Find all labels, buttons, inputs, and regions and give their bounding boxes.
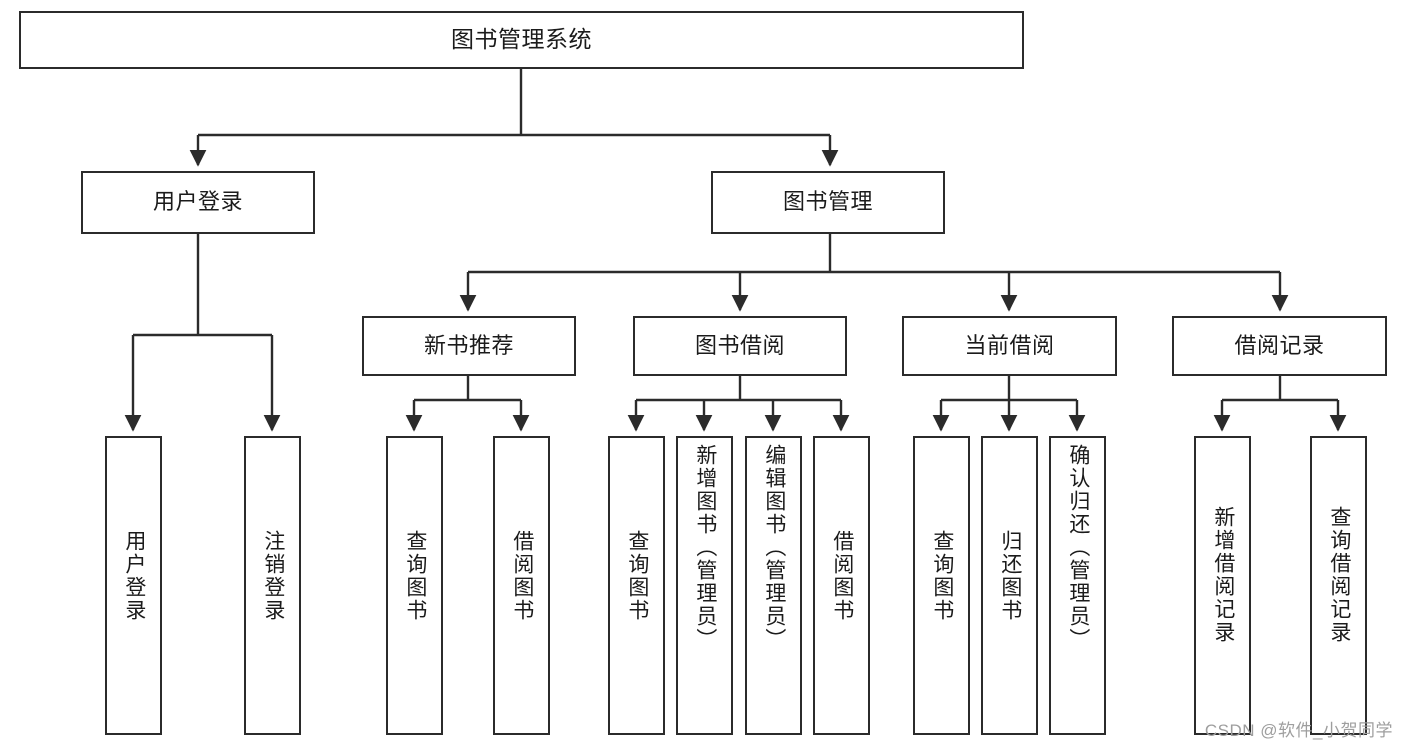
node-label: 图书管理 (782, 189, 873, 215)
node-leaf-user-login[interactable]: 用户登录 (105, 436, 162, 735)
node-new-book-recommend[interactable]: 新书推荐 (362, 316, 576, 376)
node-label: 用户登录 (152, 189, 243, 215)
node-book-borrow[interactable]: 图书借阅 (633, 316, 847, 376)
node-current-borrow[interactable]: 当前借阅 (902, 316, 1117, 376)
node-label: 确认归还（管理员） (1066, 444, 1090, 651)
node-leaf-user-logout[interactable]: 注销登录 (244, 436, 301, 735)
node-book-management[interactable]: 图书管理 (711, 171, 945, 234)
node-label: 编辑图书（管理员） (762, 444, 786, 651)
node-leaf-query-book-3[interactable]: 查询图书 (913, 436, 970, 735)
node-root-system[interactable]: 图书管理系统 (19, 11, 1024, 69)
node-label: 新增借阅记录 (1211, 506, 1235, 644)
node-leaf-edit-book[interactable]: 编辑图书（管理员） (745, 436, 802, 735)
node-label: 借阅记录 (1234, 332, 1325, 358)
csdn-watermark: CSDN @软件_小贺同学 (1204, 721, 1393, 740)
node-leaf-add-record[interactable]: 新增借阅记录 (1194, 436, 1251, 735)
node-leaf-return-book[interactable]: 归还图书 (981, 436, 1038, 735)
node-leaf-confirm-return[interactable]: 确认归还（管理员） (1049, 436, 1106, 735)
node-label: 注销登录 (261, 530, 285, 622)
node-label: 归还图书 (998, 530, 1022, 622)
node-label: 借阅图书 (510, 530, 534, 622)
node-label: 图书借阅 (694, 332, 785, 358)
node-leaf-borrow-book-2[interactable]: 借阅图书 (813, 436, 870, 735)
node-leaf-query-book-2[interactable]: 查询图书 (608, 436, 665, 735)
node-user-login[interactable]: 用户登录 (81, 171, 315, 234)
node-leaf-query-record[interactable]: 查询借阅记录 (1310, 436, 1367, 735)
node-label: 用户登录 (122, 530, 146, 622)
node-borrow-record[interactable]: 借阅记录 (1172, 316, 1387, 376)
node-label: 查询图书 (403, 530, 427, 622)
node-leaf-query-book-1[interactable]: 查询图书 (386, 436, 443, 735)
node-label: 查询图书 (625, 530, 649, 622)
node-label: 新书推荐 (423, 332, 514, 358)
node-leaf-borrow-book-1[interactable]: 借阅图书 (493, 436, 550, 735)
node-label: 新增图书（管理员） (693, 444, 717, 651)
node-label: 当前借阅 (964, 332, 1055, 358)
node-label: 图书管理系统 (451, 26, 592, 53)
node-leaf-add-book[interactable]: 新增图书（管理员） (676, 436, 733, 735)
node-label: 借阅图书 (830, 530, 854, 622)
node-label: 查询图书 (930, 530, 954, 622)
node-label: 查询借阅记录 (1327, 506, 1351, 644)
